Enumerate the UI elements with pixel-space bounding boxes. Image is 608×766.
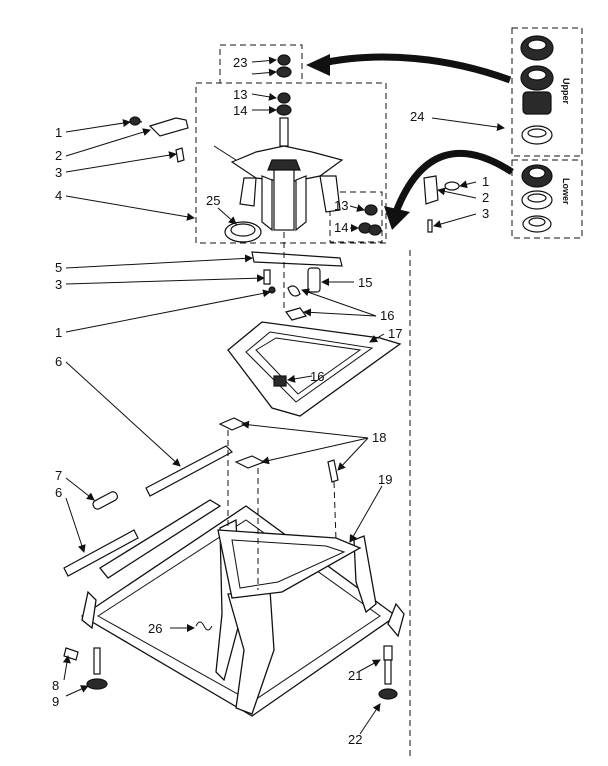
drive-hub-assembly xyxy=(213,145,344,232)
callout-24: 24 xyxy=(410,109,424,124)
callout-19: 19 xyxy=(378,472,392,487)
callout-1-middle: 1 xyxy=(55,325,62,340)
callout-15: 15 xyxy=(358,275,372,290)
callout-5: 5 xyxy=(55,260,62,275)
callout-3-top-left: 3 xyxy=(55,165,62,180)
callout-18: 18 xyxy=(372,430,386,445)
callout-2-right: 2 xyxy=(482,190,489,205)
callout-26: 26 xyxy=(148,621,162,636)
callout-17: 17 xyxy=(388,326,402,341)
callout-2-top-left: 2 xyxy=(55,148,62,163)
callout-6-upper: 6 xyxy=(55,354,62,369)
callout-3-middle: 3 xyxy=(55,277,62,292)
callout-21: 21 xyxy=(348,668,362,683)
callout-4: 4 xyxy=(55,188,62,203)
callout-1-right: 1 xyxy=(482,174,489,189)
callout-14-top: 14 xyxy=(233,103,247,118)
motor-mount-plate xyxy=(227,321,402,417)
callout-23: 23 xyxy=(233,55,247,70)
callout-16-top: 16 xyxy=(380,308,394,323)
callout-8: 8 xyxy=(52,678,59,693)
bearing-kit-panel: Upper Lower xyxy=(511,27,583,239)
upper-kit-arrow xyxy=(317,53,512,84)
callout-13-side: 13 xyxy=(334,198,348,213)
hub-inset xyxy=(195,82,387,244)
lower-kit-arrow xyxy=(392,149,514,214)
callout-labels: 1 2 3 4 5 3 1 6 7 6 8 9 23 13 14 25 13 1… xyxy=(52,55,489,747)
callout-25: 25 xyxy=(206,193,220,208)
cabinet-base-frame xyxy=(80,499,405,717)
side-bearing-inset xyxy=(329,191,383,243)
lower-kit-label: Lower xyxy=(561,178,571,205)
callout-13-top: 13 xyxy=(233,87,247,102)
callout-7: 7 xyxy=(55,468,62,483)
callout-16-plate: 16 xyxy=(310,369,324,384)
upper-kit-label: Upper xyxy=(561,78,571,105)
callout-3-right: 3 xyxy=(482,206,489,221)
callout-9: 9 xyxy=(52,694,59,709)
callout-1-top-left: 1 xyxy=(55,125,62,140)
leader-lines xyxy=(62,56,505,735)
callout-14-side: 14 xyxy=(334,220,348,235)
callout-22: 22 xyxy=(348,732,362,747)
callout-6-lower: 6 xyxy=(55,485,62,500)
